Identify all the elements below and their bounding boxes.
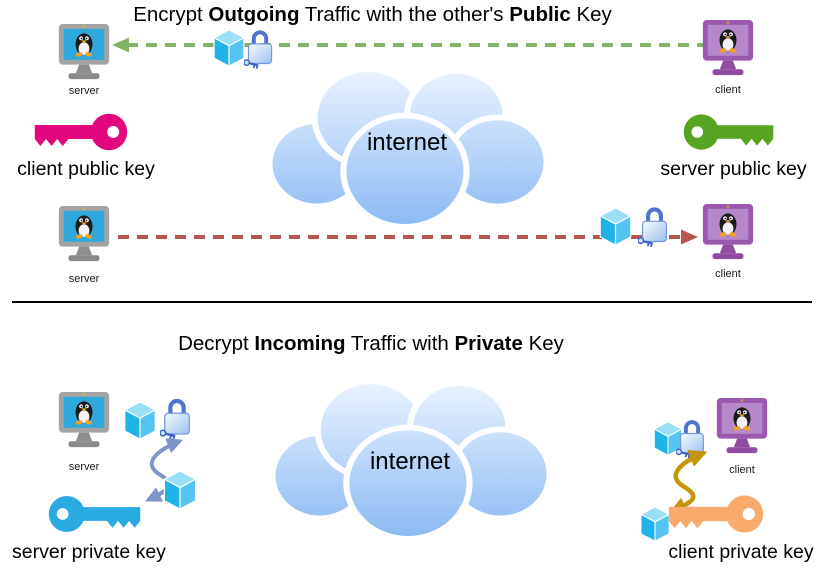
cube-icon: [598, 207, 633, 247]
server-private-key-label: server private key: [12, 541, 166, 563]
client-label: client: [715, 268, 741, 280]
decrypt-title-part2: Traffic with: [345, 332, 455, 355]
decrypt-title-part3: Key: [522, 332, 564, 355]
encrypt-title-part2: Traffic with the other's: [299, 3, 510, 26]
client-private-key-icon: [666, 491, 766, 537]
client-label: client: [715, 84, 741, 96]
server-private-key-icon: [46, 492, 143, 536]
server-label: server: [68, 85, 100, 97]
server-public-key-icon: [681, 110, 776, 154]
red-dashed-arrow: [118, 229, 698, 245]
internet-label: internet: [366, 129, 448, 156]
client-decrypt-arrow: [668, 449, 708, 515]
client-public-key-label: client public key: [17, 158, 155, 180]
encrypt-title-bold1: Outgoing: [208, 3, 300, 26]
client-monitor-icon: [697, 20, 759, 78]
server-public-key-label: server public key: [660, 158, 807, 180]
padlock-icon: [244, 26, 276, 69]
client-public-key-icon: [32, 110, 130, 154]
server-label: server: [68, 461, 100, 473]
decrypt-title-bold2: Private: [454, 332, 523, 355]
arrowhead-right-icon: [681, 229, 698, 245]
section-divider: [12, 301, 812, 303]
client-private-key-label: client private key: [668, 541, 814, 563]
server-monitor-icon: [53, 24, 115, 82]
encrypt-title-part1: Encrypt: [133, 3, 209, 26]
cube-icon: [212, 29, 246, 68]
client-label: client: [729, 464, 755, 476]
encrypt-title-part3: Key: [570, 3, 612, 26]
decrypt-title: Decrypt Incoming Traffic with Private Ke…: [0, 332, 742, 356]
decrypt-title-part1: Decrypt: [178, 332, 255, 355]
internet-label: internet: [369, 448, 451, 475]
client-monitor-icon: [697, 204, 759, 262]
cube-icon: [162, 470, 198, 511]
server-monitor-icon: [53, 392, 115, 450]
server-monitor-icon: [53, 206, 115, 264]
encrypt-title-bold2: Public: [509, 3, 571, 26]
server-label: server: [68, 273, 100, 285]
encrypt-title: Encrypt Outgoing Traffic with the other'…: [0, 3, 745, 27]
arrowhead-left-icon: [112, 37, 129, 53]
padlock-icon: [638, 203, 671, 247]
decrypt-title-bold1: Incoming: [254, 332, 346, 355]
green-dashed-arrow: [112, 37, 704, 53]
